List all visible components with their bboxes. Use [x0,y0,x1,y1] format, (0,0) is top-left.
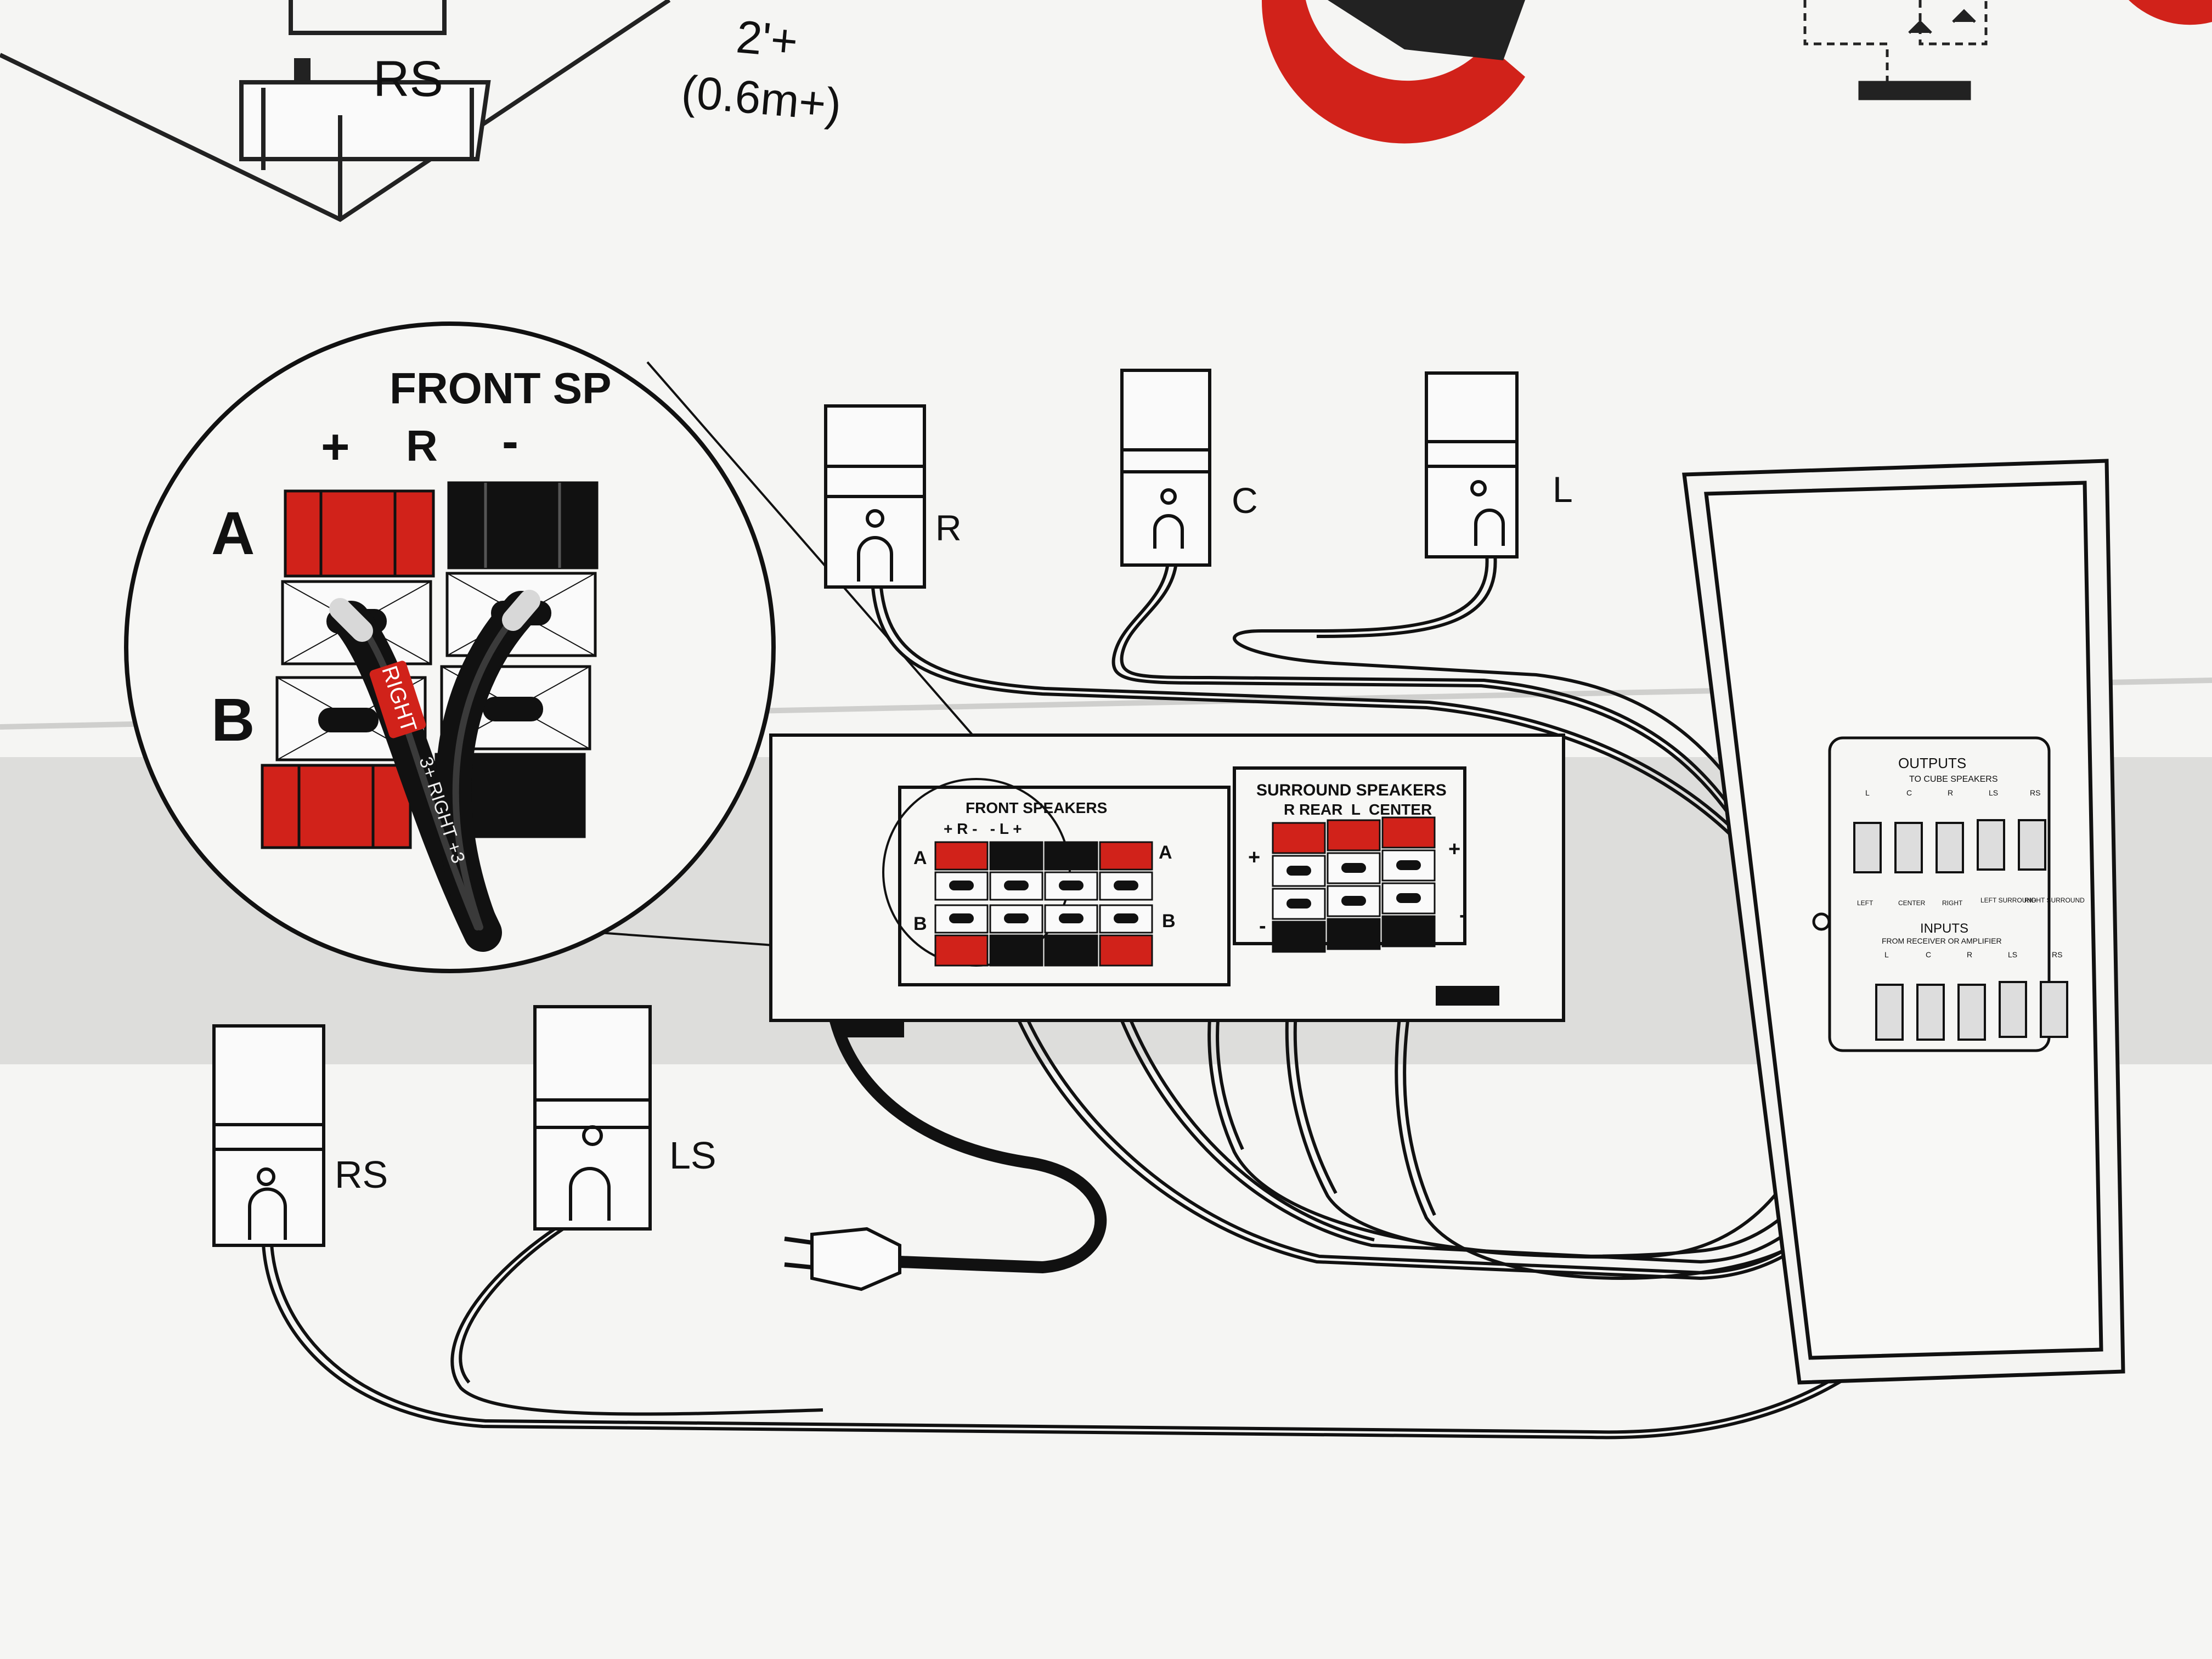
zoom-row-b: B [211,686,255,754]
svg-text:C: C [1906,788,1912,797]
front-row-a-right: A [1159,842,1172,863]
inputs-subtitle: FROM RECEIVER OR AMPLIFIER [1882,936,2002,945]
surround-plus-left: + [1248,846,1260,869]
surround-plus-right: + [1448,838,1460,861]
front-row-b-right: B [1162,911,1176,932]
outputs-terminals [1853,819,2046,873]
zoom-row-a: A [211,500,255,567]
top-right-icon [1803,0,1988,100]
front-terminal-panel [934,841,1153,967]
speaker-r [824,404,926,589]
svg-text:R: R [1967,950,1972,959]
no-symbol-icon [1261,0,1525,144]
zoom-r: R [406,421,438,470]
svg-text:CENTER: CENTER [1898,899,1926,907]
room-illustration [0,0,671,222]
speaker-c-label: C [1232,480,1258,521]
svg-text:L: L [1865,788,1870,797]
svg-text:RIGHT: RIGHT [1942,899,1963,907]
svg-text:LS: LS [2008,950,2017,959]
svg-text:L: L [1884,950,1889,959]
speaker-c [1120,369,1211,567]
svg-text:RIGHT SURROUND: RIGHT SURROUND [2024,896,2085,904]
zoom-title: FRONT SP [390,364,611,413]
surround-minus-right: - [1459,904,1466,927]
speaker-ls [533,1005,652,1231]
inputs-terminals [1875,981,2068,1041]
corner-red-graphic [2129,0,2212,25]
surround-terminal-panel [1272,816,1436,953]
room-rs-label: RS [373,51,443,107]
receiver [769,733,1565,1037]
svg-text:LEFT: LEFT [1857,899,1874,907]
outputs-title: OUTPUTS [1898,755,1966,771]
speaker-l [1425,371,1519,558]
zoom-plus: + [321,420,350,475]
speaker-rs-label: RS [335,1153,388,1196]
svg-text:RS: RS [2052,950,2062,959]
surround-minus-left: - [1259,915,1266,938]
svg-text:LEFT SURROUND: LEFT SURROUND [1980,896,2036,904]
inputs-title: INPUTS [1920,921,1968,936]
front-speakers-title: FRONT SPEAKERS [966,799,1107,816]
svg-text:C: C [1926,950,1931,959]
zoom-minus: - [502,414,518,469]
outputs-terminal-labels: L C R LS RS [1865,788,2040,797]
bass-module [1682,459,2125,1385]
svg-text:RS: RS [2030,788,2040,797]
speaker-l-label: L [1553,469,1573,510]
zoom-speaker-cable [329,590,540,952]
front-speakers-header: + R - - L + [944,820,1022,837]
svg-text:R: R [1948,788,1953,797]
power-cord [784,926,1107,1291]
front-row-a-left: A [913,848,927,868]
surround-speakers-title: SURROUND SPEAKERS [1256,781,1447,799]
speaker-ls-label: LS [669,1134,716,1177]
speaker-rs [212,1024,325,1247]
surround-speakers-header: R REAR L CENTER [1284,801,1432,818]
outputs-subtitle: TO CUBE SPEAKERS [1909,775,1998,784]
front-row-b-left: B [913,913,927,934]
right-label-tag [369,661,426,738]
module-jack [1812,912,1831,931]
module-mid-labels: LEFT CENTER RIGHT LEFT SURROUND RIGHT SU… [1857,896,2085,907]
distance-feet: 2'+ [734,10,800,67]
speaker-r-label: R [935,507,962,548]
inputs-terminal-labels: L C R LS RS [1884,950,2062,959]
svg-text:LS: LS [1989,788,1998,797]
